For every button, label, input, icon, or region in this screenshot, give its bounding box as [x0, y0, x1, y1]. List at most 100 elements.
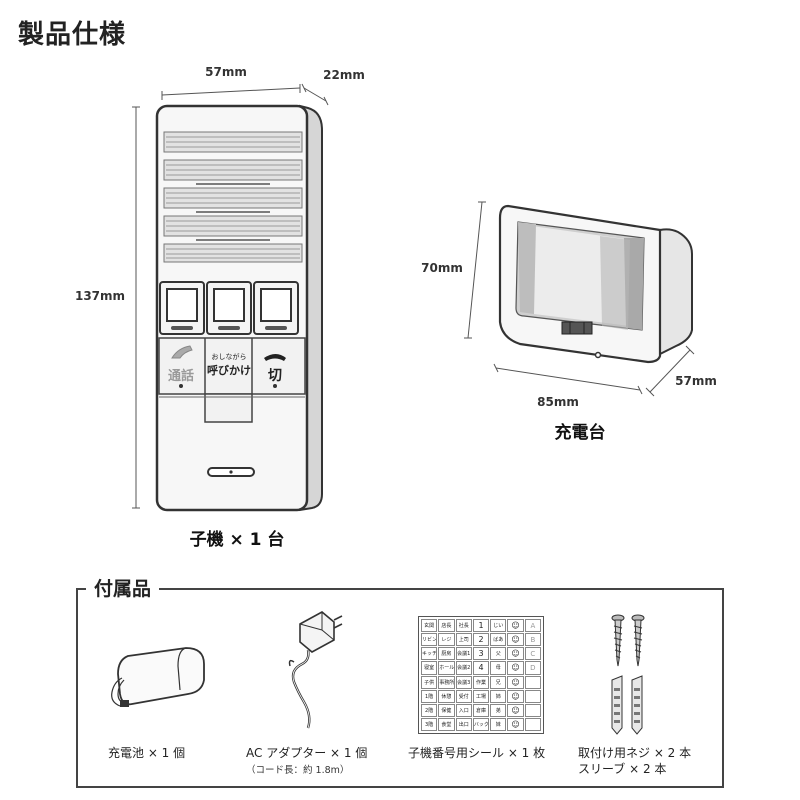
- sticker-cell: 子供: [421, 675, 438, 689]
- sticker-cell: 玄関: [421, 619, 438, 633]
- sticker-cell: 4: [472, 661, 490, 675]
- face-icon: ☺: [511, 705, 520, 715]
- sticker-cell: リビング: [421, 633, 438, 647]
- sticker-cell: 弟: [490, 703, 507, 717]
- sticker-cell: キッチン: [421, 647, 438, 661]
- screw-icon: [611, 614, 625, 667]
- sleeve-icon: [611, 675, 623, 735]
- sticker-cell: [524, 703, 541, 717]
- sticker-cell: 倉庫: [472, 703, 490, 717]
- sticker-cell: 店長: [438, 619, 455, 633]
- sticker-cell: 2: [472, 633, 490, 647]
- sticker-cell: 妹: [490, 717, 507, 731]
- sticker-cell: レジ: [438, 633, 455, 647]
- handset-depth-label: 22mm: [323, 68, 365, 82]
- face-icon: ☺: [511, 649, 520, 659]
- sticker-cell: B: [524, 633, 541, 647]
- off-button-label: 切: [268, 368, 282, 384]
- phone-hangup-icon: [264, 354, 286, 361]
- sticker-cell: 母: [490, 661, 507, 675]
- charger-connector: [561, 321, 593, 335]
- charger-depth-label: 57mm: [675, 374, 717, 388]
- sticker-cell: 作業: [472, 675, 490, 689]
- face-icon: ☺: [511, 663, 520, 673]
- sticker-cell: 兄: [490, 675, 507, 689]
- call-button-label: 通話: [168, 368, 194, 384]
- sticker-label: 子機番号用シール × 1 枚: [408, 746, 546, 760]
- sticker-cell: ☺: [507, 717, 524, 731]
- page-button-label: 呼びかけ: [207, 363, 251, 377]
- sticker-cell: 会議3: [455, 675, 472, 689]
- sticker-cell: ☺: [507, 675, 524, 689]
- sticker-cell: ☺: [507, 619, 524, 633]
- handset-caption: 子機 × 1 台: [190, 529, 285, 550]
- charger-width-label: 85mm: [537, 395, 579, 409]
- selector-buttons: [159, 281, 299, 335]
- sticker-cell: A: [524, 619, 541, 633]
- sticker-cell: 父: [490, 647, 507, 661]
- sticker-cell: 会議1: [455, 647, 472, 661]
- page-button-small-label: おしながら: [212, 352, 247, 361]
- sticker-cell: 会議2: [455, 661, 472, 675]
- sticker-cell: じい: [490, 619, 507, 633]
- face-icon: ☺: [511, 635, 520, 645]
- speaker-grille: [163, 131, 303, 263]
- sticker-cell: 入口: [455, 703, 472, 717]
- sticker-cell: 保健: [438, 703, 455, 717]
- charger-dimension-lines: [464, 201, 695, 397]
- face-icon: ☺: [511, 677, 520, 687]
- face-icon: ☺: [511, 719, 520, 729]
- sticker-cell: ホール: [438, 661, 455, 675]
- sticker-cell: ☺: [507, 703, 524, 717]
- face-icon: ☺: [511, 691, 520, 701]
- page-title: 製品仕様: [18, 20, 127, 50]
- sticker-cell: 食堂: [438, 717, 455, 731]
- ac-adapter-label: AC アダプター × 1 個: [246, 746, 368, 760]
- sticker-cell: 2階: [421, 703, 438, 717]
- sleeve-icon: [631, 675, 643, 735]
- face-icon: ☺: [511, 621, 520, 630]
- battery-icon: [111, 647, 205, 707]
- sticker-cell: C: [524, 647, 541, 661]
- sticker-cell: 出口: [455, 717, 472, 731]
- sticker-cell: 3: [472, 647, 490, 661]
- screws-label: 取付け用ネジ × 2 本: [578, 746, 692, 760]
- sticker-cell: D: [524, 661, 541, 675]
- screws-and-sleeves-icon: [611, 614, 645, 735]
- sticker-cell: 事務所: [438, 675, 455, 689]
- handset-height-label: 137mm: [75, 289, 125, 303]
- sticker-cell: 受付: [455, 689, 472, 703]
- charger-caption: 充電台: [555, 422, 606, 443]
- sticker-cell: 1階: [421, 689, 438, 703]
- ac-adapter-icon: [288, 611, 343, 729]
- sticker-cell: 3階: [421, 717, 438, 731]
- sticker-cell: [524, 675, 541, 689]
- sticker-cell: 上司: [455, 633, 472, 647]
- sticker-cell: ☺: [507, 661, 524, 675]
- sticker-cell: 厨房: [438, 647, 455, 661]
- accessories-box: [76, 588, 724, 788]
- handset-dimension-lines: [132, 83, 329, 509]
- charger-led: [594, 351, 602, 359]
- ac-adapter-sub-label: （コード長：約 1.8m）: [246, 765, 350, 776]
- sticker-cell: 社長: [455, 619, 472, 633]
- sticker-cell: 工場: [472, 689, 490, 703]
- charger-height-label: 70mm: [421, 261, 463, 275]
- battery-label: 充電池 × 1 個: [108, 746, 186, 760]
- sticker-cell: 寝室: [421, 661, 438, 675]
- sticker-cell: [524, 717, 541, 731]
- sleeves-label: スリーブ × 2 本: [578, 762, 667, 776]
- phone-call-icon: [171, 345, 193, 359]
- sticker-cell: [524, 689, 541, 703]
- sticker-cell: バック: [472, 717, 490, 731]
- sticker-cell: 休憩: [438, 689, 455, 703]
- accessories-title: 付属品: [86, 574, 160, 601]
- sticker-cell: ☺: [507, 689, 524, 703]
- sticker-cell: 姉: [490, 689, 507, 703]
- sticker-cell: ☺: [507, 647, 524, 661]
- sticker-cell: ☺: [507, 633, 524, 647]
- screw-icon: [631, 614, 645, 667]
- sticker-cell: ばあ: [490, 633, 507, 647]
- sticker-cell: 1: [472, 619, 490, 633]
